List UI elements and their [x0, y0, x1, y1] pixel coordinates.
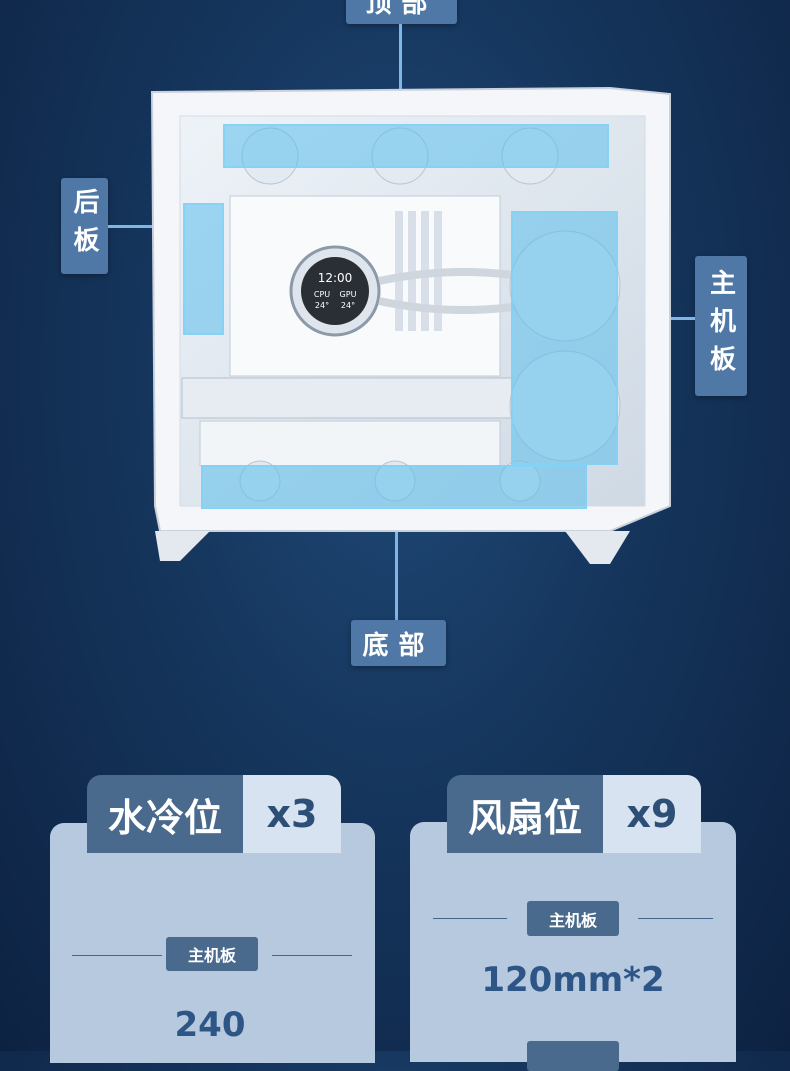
- card2-next-section-label: [527, 1041, 619, 1071]
- motherboard-label: 主机板: [695, 256, 747, 396]
- card1-divider-left: [72, 955, 162, 956]
- pump-clock: 12:00: [318, 271, 353, 285]
- pump-gpu-temp: 24°: [341, 301, 355, 310]
- card1-section-label: 主机板: [166, 937, 258, 971]
- pump-cpu-temp: 24°: [315, 301, 329, 310]
- card2-divider-right: [638, 918, 713, 919]
- card2-divider-left: [433, 918, 507, 919]
- fan-slots-count: x9: [603, 775, 701, 853]
- pump-gpu-label: GPU: [340, 290, 357, 299]
- bottom-connector-line: [395, 504, 398, 620]
- fan-slots-header: 风扇位 x9: [447, 775, 701, 853]
- pump-cpu-label: CPU: [314, 290, 330, 299]
- liquid-cooling-title: 水冷位: [87, 775, 243, 853]
- bottom-fan-zone: [201, 465, 587, 509]
- card2-section-label: 主机板: [527, 901, 619, 936]
- card1-value: 240: [174, 1005, 246, 1045]
- fan-slots-title: 风扇位: [447, 775, 603, 853]
- pc-case-image: 12:00 CPU GPU 24° 24°: [150, 86, 675, 566]
- card2-value: 120mm*2: [481, 960, 665, 1000]
- rear-fan-zone: [183, 203, 224, 335]
- top-label: 顶部: [346, 0, 457, 24]
- pc-case-drawing: 12:00 CPU GPU 24° 24°: [150, 86, 671, 564]
- fan-slots-card: [410, 822, 736, 1062]
- card1-divider-right: [272, 955, 352, 956]
- top-radiator-zone: [223, 124, 609, 168]
- liquid-cooling-count: x3: [243, 775, 341, 853]
- bottom-label: 底部: [351, 620, 446, 666]
- top-connector-line: [399, 24, 402, 122]
- rear-connector-line: [108, 225, 184, 228]
- rear-label: 后板: [61, 178, 108, 274]
- liquid-cooling-header: 水冷位 x3: [87, 775, 341, 853]
- side-radiator-zone: [511, 211, 618, 465]
